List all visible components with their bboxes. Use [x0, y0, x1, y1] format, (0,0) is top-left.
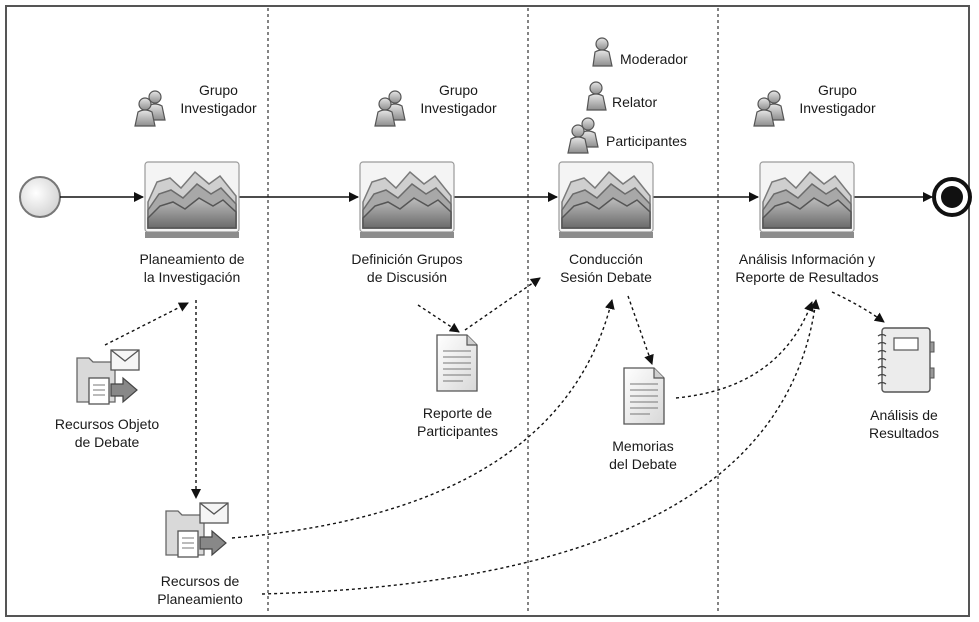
task-icon-planeamiento — [144, 161, 240, 239]
task-label-analisis: Análisis Información y Reporte de Result… — [712, 250, 902, 286]
assoc-task2-to-reporte — [417, 304, 460, 333]
artifact-label-line1: Recursos Objeto — [54, 416, 160, 432]
group-label-line2: Investigador — [420, 100, 497, 116]
start-event — [19, 176, 61, 218]
task-label-line1: Análisis Información y — [738, 251, 876, 267]
artifact-label-recursos-planeamiento: Recursos de Planeamiento — [125, 572, 275, 608]
role-relator: Relator — [612, 94, 658, 110]
assoc-recursos-objeto-to-task1 — [104, 302, 189, 346]
artifact-label-memorias: Memorias del Debate — [583, 437, 703, 473]
group-label-line2: Investigador — [799, 100, 876, 116]
task-label-line2: Sesión Debate — [560, 269, 652, 285]
notebook-icon-analisis-resultados — [877, 327, 935, 393]
task-label-planeamiento: Planeamiento de la Investigación — [112, 250, 272, 286]
task-label-line1: Conducción — [569, 251, 643, 267]
task-icon-definicion — [359, 161, 455, 239]
assoc-recursos-planeamiento-to-task3 — [231, 299, 615, 539]
task-icon-conduccion — [558, 161, 654, 239]
assoc-task3-to-memorias — [627, 295, 654, 365]
artifact-label-line1: Memorias — [612, 438, 674, 454]
document-icon-memorias — [623, 367, 665, 425]
group-label-lane2: Grupo Investigador — [411, 81, 506, 117]
artifact-label-line1: Análisis de — [870, 407, 938, 423]
artifact-label-line2: del Debate — [609, 456, 677, 472]
artifact-label-line2: Resultados — [868, 425, 940, 441]
task-label-line2: la Investigación — [143, 269, 241, 285]
group-label-line1: Grupo — [439, 82, 478, 98]
document-icon-reporte-participantes — [436, 334, 478, 392]
group-label-lane1: Grupo Investigador — [171, 81, 266, 117]
artifact-label-line2: Participantes — [417, 423, 498, 439]
folder-icon-recursos-objeto — [76, 349, 140, 405]
artifact-label-line2: de Debate — [74, 434, 140, 450]
artifact-label-recursos-objeto: Recursos Objeto de Debate — [32, 415, 182, 451]
moderator-icon — [592, 37, 613, 67]
artifact-label-line1: Reporte de — [422, 405, 493, 421]
role-participantes: Participantes — [606, 133, 687, 149]
assoc-memorias-to-task4 — [675, 301, 814, 399]
artifact-label-line1: Recursos de — [160, 573, 240, 589]
relator-icon — [586, 81, 607, 111]
group-label-line2: Investigador — [180, 100, 257, 116]
task-label-definicion: Definición Grupos de Discusión — [327, 250, 487, 286]
task-label-conduccion: Conducción Sesión Debate — [526, 250, 686, 286]
task-label-line1: Definición Grupos — [351, 251, 463, 267]
artifact-label-reporte-participantes: Reporte de Participantes — [390, 404, 525, 440]
group-icon-lane1 — [134, 90, 166, 127]
task-label-line2: Reporte de Resultados — [735, 269, 879, 285]
group-icon-lane2 — [374, 90, 406, 127]
assoc-recursos-planeamiento-to-task4 — [261, 299, 820, 595]
group-label-line1: Grupo — [199, 82, 238, 98]
assoc-task4-to-analisis — [831, 291, 885, 323]
participants-icon — [567, 117, 599, 154]
group-label-line1: Grupo — [818, 82, 857, 98]
artifact-label-line2: Planeamiento — [157, 591, 243, 607]
end-event — [932, 177, 972, 217]
artifact-label-analisis-resultados: Análisis de Resultados — [844, 406, 964, 442]
task-icon-analisis — [759, 161, 855, 239]
group-label-lane4: Grupo Investigador — [790, 81, 885, 117]
group-icon-lane4 — [753, 90, 785, 127]
task-label-line2: de Discusión — [366, 269, 448, 285]
task-label-line1: Planeamiento de — [139, 251, 245, 267]
role-moderador: Moderador — [620, 51, 688, 67]
folder-icon-recursos-planeamiento — [165, 502, 229, 558]
diagram-frame — [5, 5, 970, 617]
